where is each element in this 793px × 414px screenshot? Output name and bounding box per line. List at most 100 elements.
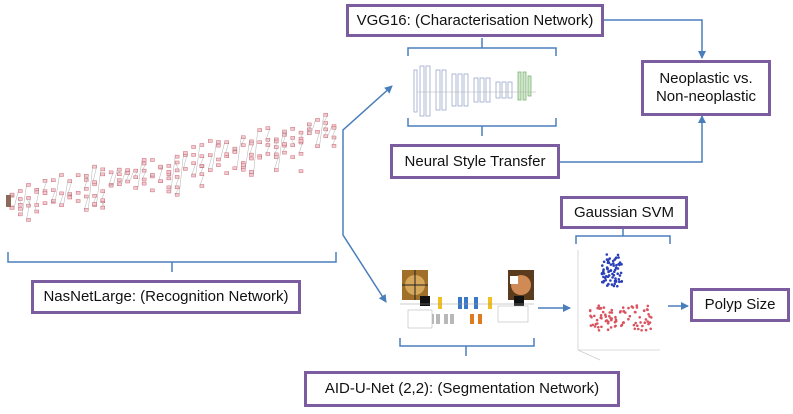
svm-point-blue bbox=[618, 280, 621, 284]
nasnet-edge bbox=[22, 184, 27, 215]
nasnet-edge bbox=[323, 114, 328, 124]
nasnet-node bbox=[26, 218, 31, 222]
svm-point-red bbox=[644, 328, 648, 332]
nasnet-node bbox=[265, 152, 271, 156]
svm-point-red bbox=[627, 317, 630, 321]
nasnet-edge bbox=[307, 124, 312, 130]
nasnet-node bbox=[274, 168, 279, 172]
svm-point-blue bbox=[612, 264, 615, 267]
svm-point-red bbox=[644, 318, 648, 321]
nasnet-node bbox=[224, 171, 229, 175]
nasnet-edge bbox=[220, 142, 225, 160]
svm-point-red bbox=[591, 323, 595, 327]
svm-point-blue bbox=[616, 272, 619, 276]
aid-unet-thumbnail bbox=[400, 270, 534, 329]
svm-point-red bbox=[588, 309, 592, 313]
nasnet-node bbox=[199, 184, 205, 188]
svm-point-blue bbox=[611, 276, 614, 279]
nasnet-node bbox=[92, 202, 97, 206]
nasnet-edge bbox=[178, 155, 184, 195]
nasnet-edge bbox=[278, 134, 283, 171]
nasnet-edge bbox=[125, 169, 130, 174]
nasnet-node bbox=[224, 140, 229, 145]
svm-point-red bbox=[606, 322, 610, 325]
nasnet-node bbox=[199, 154, 205, 159]
nasnet-node bbox=[166, 164, 172, 168]
nasnet-node bbox=[18, 189, 23, 193]
nasnet-node bbox=[84, 194, 89, 199]
nasnet-edge bbox=[199, 165, 205, 175]
svm-point-blue bbox=[609, 279, 612, 282]
nasnet-edge bbox=[274, 146, 279, 155]
nasnet-edge bbox=[274, 141, 279, 148]
nasnet-edge bbox=[174, 187, 180, 195]
nasnet-node bbox=[249, 170, 254, 174]
svm-point-red bbox=[640, 329, 643, 332]
nasnet-node bbox=[315, 118, 320, 122]
svm-point-red bbox=[622, 310, 625, 313]
nasnet-edge bbox=[265, 139, 271, 146]
nasnet-edge bbox=[265, 144, 271, 155]
svm-point-blue bbox=[613, 268, 617, 272]
svm-point-red bbox=[642, 309, 646, 313]
nasnet-node bbox=[183, 167, 188, 171]
nasnet-edge bbox=[241, 137, 246, 146]
nasnet-node bbox=[216, 140, 221, 144]
nasnet-edge bbox=[137, 159, 143, 188]
nasnet-edge bbox=[232, 148, 238, 153]
nasnet-node bbox=[108, 170, 114, 175]
nasnet-edge bbox=[34, 191, 39, 212]
nasnet-edge bbox=[34, 189, 39, 193]
nasnet-edge bbox=[26, 197, 31, 206]
nasnet-node bbox=[265, 126, 271, 130]
aid-unet-brace bbox=[399, 338, 535, 356]
svm-point-blue bbox=[614, 277, 617, 280]
svm-point-red bbox=[630, 305, 634, 308]
nasnet-edge bbox=[150, 174, 155, 177]
nasnet-node bbox=[298, 151, 304, 156]
svm-point-red bbox=[596, 306, 599, 310]
nasnet-node bbox=[191, 145, 196, 149]
svm-point-red bbox=[599, 314, 603, 317]
nasnet-edge bbox=[327, 126, 333, 137]
nasnet-node bbox=[141, 161, 147, 166]
svm-point-red bbox=[650, 316, 653, 319]
svm-point-red bbox=[619, 310, 622, 313]
nasnet-edge bbox=[298, 141, 304, 154]
polyp-size-label: Polyp Size bbox=[704, 296, 776, 313]
svm-point-red bbox=[620, 324, 623, 328]
svm-point-red bbox=[614, 319, 618, 323]
svm-point-blue bbox=[616, 253, 620, 257]
nasnet-node bbox=[207, 168, 213, 172]
nasnet-edge bbox=[125, 173, 130, 182]
svm-point-blue bbox=[616, 284, 619, 288]
nasnet-edge bbox=[195, 145, 201, 176]
svm-point-red bbox=[597, 304, 601, 308]
nasnet-node bbox=[207, 139, 213, 143]
nasnet-node bbox=[100, 205, 106, 210]
svm-point-blue bbox=[613, 280, 617, 283]
vgg16-bottom-brace bbox=[407, 118, 557, 136]
nasnet-node bbox=[166, 176, 172, 181]
svm-point-red bbox=[599, 316, 603, 319]
nasnet-edge bbox=[236, 137, 242, 169]
svm-point-red bbox=[643, 321, 647, 325]
nasnet-node bbox=[191, 153, 196, 157]
svm-point-blue bbox=[617, 256, 620, 259]
nasnet-edge bbox=[18, 198, 23, 205]
nasnet-node bbox=[232, 166, 238, 171]
nasnet-node bbox=[117, 182, 122, 187]
style-transfer-label: Neural Style Transfer bbox=[404, 152, 546, 170]
nasnet-edge bbox=[323, 122, 328, 130]
nasnet-edge bbox=[42, 180, 48, 192]
aid-unet-box: AID-U-Net (2,2): (Segmentation Network) bbox=[304, 371, 620, 407]
nasnet-node bbox=[117, 167, 122, 172]
svm-point-red bbox=[622, 321, 625, 324]
svm-point-red bbox=[646, 308, 649, 312]
nasnet-node bbox=[323, 134, 328, 138]
nasnet-edge bbox=[207, 155, 213, 171]
vgg16-thumbnail bbox=[413, 65, 536, 117]
nasnet-edge bbox=[249, 143, 254, 155]
nasnet-edge bbox=[244, 141, 250, 170]
gaussian-svm-label: Gaussian SVM bbox=[573, 203, 675, 221]
